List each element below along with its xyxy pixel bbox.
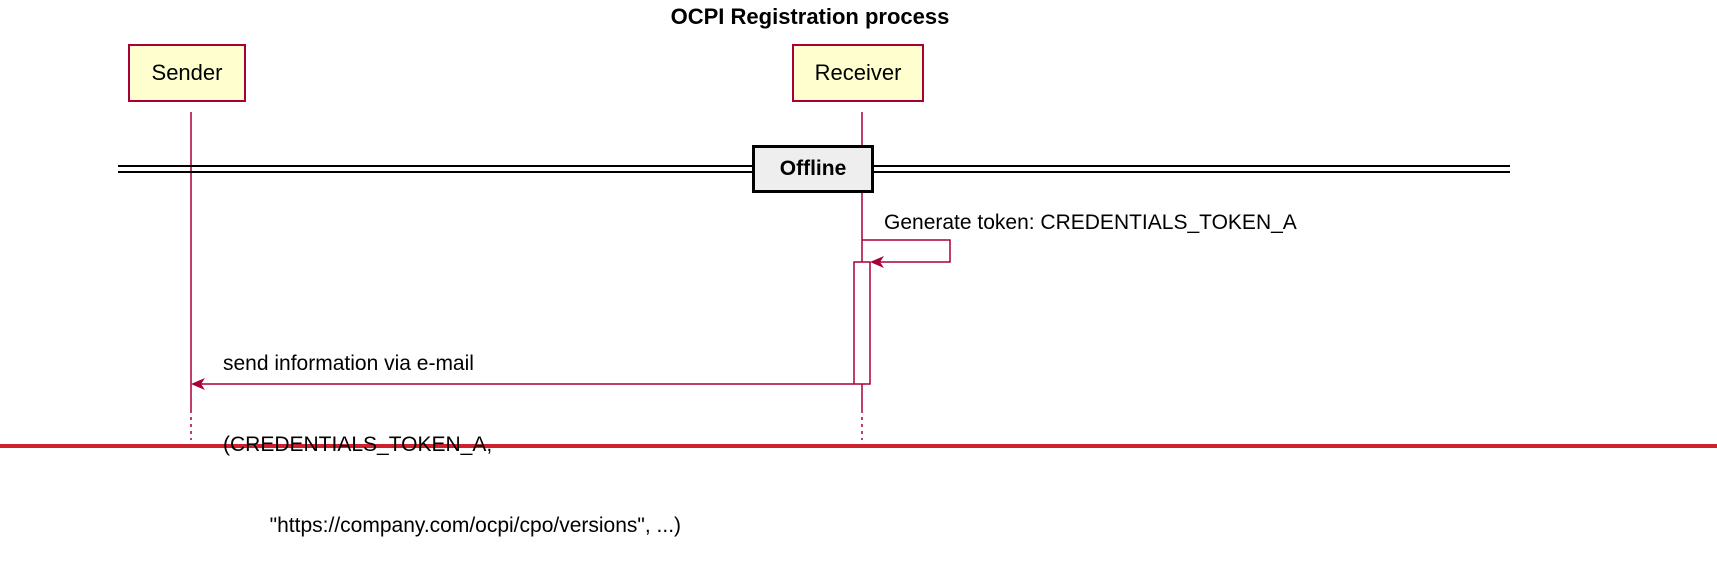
email-message-line-2: (CREDENTIALS_TOKEN_A, [223,433,493,456]
participant-receiver-label: Receiver [814,60,902,85]
email-message-line-1: send information via e-mail [223,352,474,375]
self-message-arrow [862,239,951,268]
divider-text: Offline [779,157,847,180]
diagram-title: OCPI Registration process [670,4,950,29]
self-message-label: Generate token: CREDENTIALS_TOKEN_A [884,211,1297,234]
participant-sender-label: Sender [151,60,223,85]
participant-receiver: Receiver [792,44,924,102]
email-message-label: send information via e-mail (CREDENTIALS… [223,296,681,566]
participant-sender: Sender [128,44,246,102]
receiver-activation-bar [853,261,871,385]
offline-divider-label: Offline [752,145,874,193]
email-message-line-3: "https://company.com/ocpi/cpo/versions",… [223,514,682,537]
